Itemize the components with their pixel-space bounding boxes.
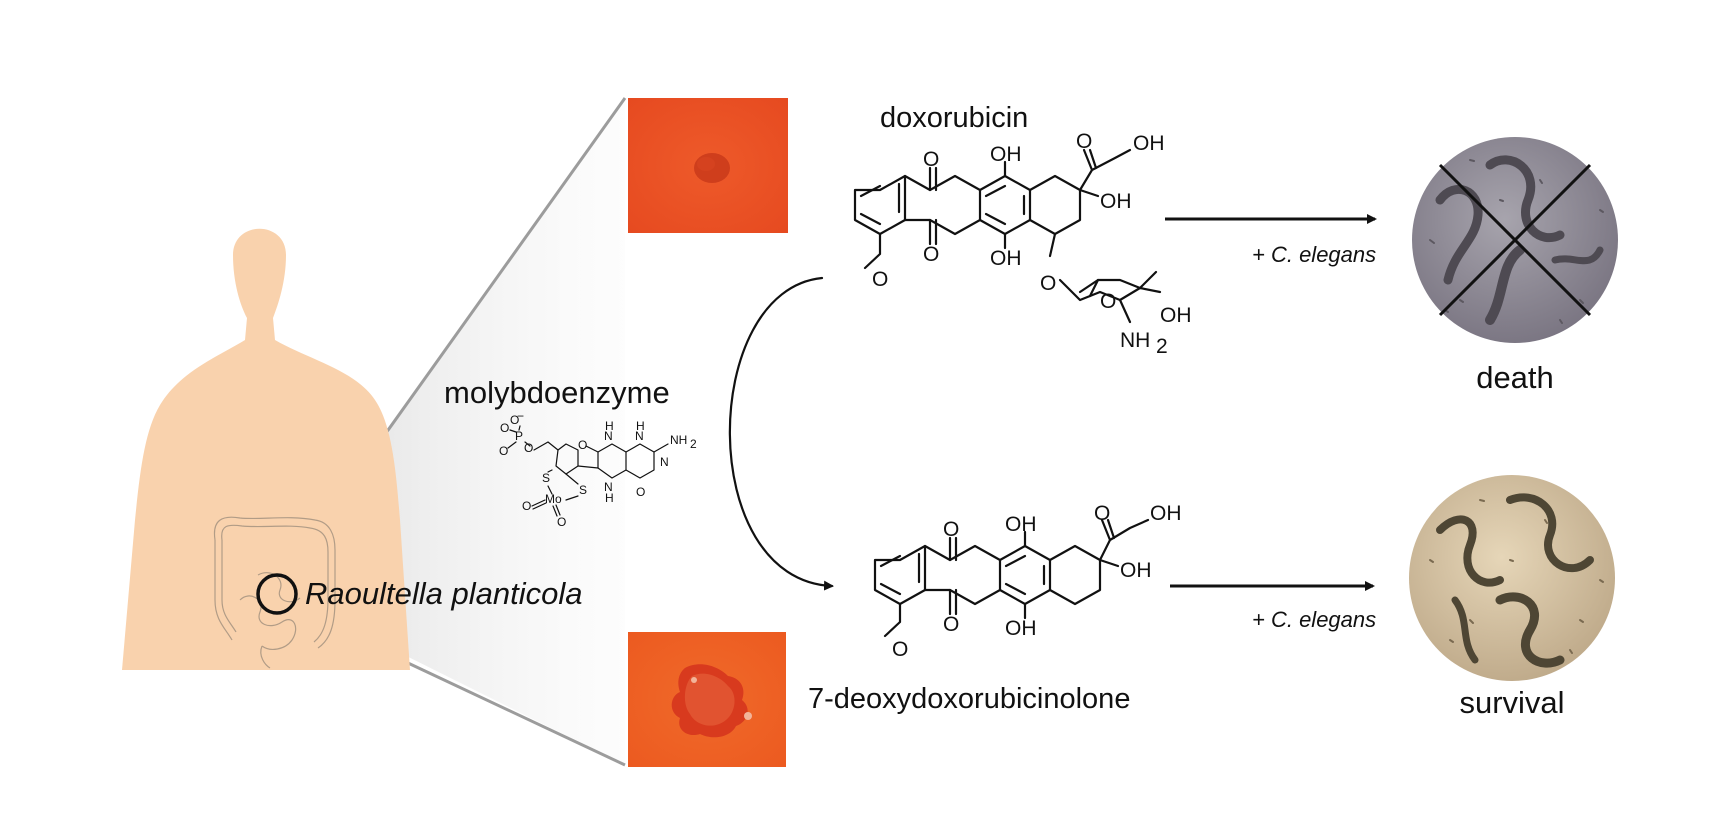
atom-oh: OH [1150,502,1182,525]
atom-o: O [923,148,939,171]
conversion-arrow [728,276,834,591]
charge-minus: − [517,409,524,423]
atom-oh: OH [1005,513,1037,536]
atom-o: O [500,421,509,435]
colony-plate-top [628,98,788,233]
atom-o: O [943,518,959,541]
atom-h: H [636,419,645,433]
atom-oh: OH [990,247,1022,270]
atom-h: H [605,491,614,505]
atom-oh: OH [1160,304,1192,327]
atom-o: O [1040,272,1056,295]
atom-oh: OH [1120,559,1152,582]
organism-label: Raoultella planticola [305,576,582,611]
molybdopterin-cofactor-structure: O O − P O O O N H N H N N H O NH 2 S S M… [499,409,697,529]
colony-plate-bottom [628,632,786,767]
atom-oh: OH [1100,190,1132,213]
atom-o: O [943,613,959,636]
atom-o: O [524,441,533,455]
atom-n: N [635,429,644,443]
atom-o: O [1094,502,1110,525]
atom-o: O [578,438,587,452]
atom-oh: OH [990,143,1022,166]
atom-o: O [1076,130,1092,153]
atom-oh: OH [1005,617,1037,640]
cross-line [1438,163,1592,317]
atom-nh2: NH [670,433,687,447]
atom-s: S [579,483,587,497]
atom-n: N [604,429,613,443]
atom-o: O [636,485,645,499]
atom-o-minus: O [510,413,519,427]
outcome-death-label: death [1476,360,1554,395]
treatment-label-bottom: + C. elegans [1252,607,1376,632]
outcome-survival-label: survival [1459,685,1564,720]
atom-o: O [892,638,908,661]
atom-o: O [923,243,939,266]
atom-subscript: 2 [690,437,697,451]
treatment-label-top: + C. elegans [1252,242,1376,267]
atom-o: O [499,444,508,458]
atom-h: H [605,419,614,433]
atom-o: O [872,268,888,291]
atom-subscript: 2 [1156,335,1168,358]
deoxydoxorubicinolone-structure [873,518,1150,638]
doxorubicin-structure [853,148,1162,324]
atom-mo: Mo [545,492,562,506]
product-label: 7-deoxydoxorubicinolone [808,683,1130,715]
worm-image-alive [1409,475,1615,681]
enzyme-label: molybdoenzyme [444,375,670,410]
gut-highlight-circle [256,573,298,615]
atom-p: P [515,429,523,443]
atom-s: S [542,471,550,485]
substrate-label: doxorubicin [880,102,1028,134]
atom-n: N [660,455,669,469]
human-silhouette-icon [122,228,410,670]
atom-o: O [522,499,531,513]
atom-nh2: NH [1120,329,1150,352]
atom-n: N [604,480,613,494]
atom-o: O [1100,290,1116,313]
atom-oh: OH [1133,132,1165,155]
worm-image-dead [1412,137,1618,343]
atom-o: O [557,515,566,529]
